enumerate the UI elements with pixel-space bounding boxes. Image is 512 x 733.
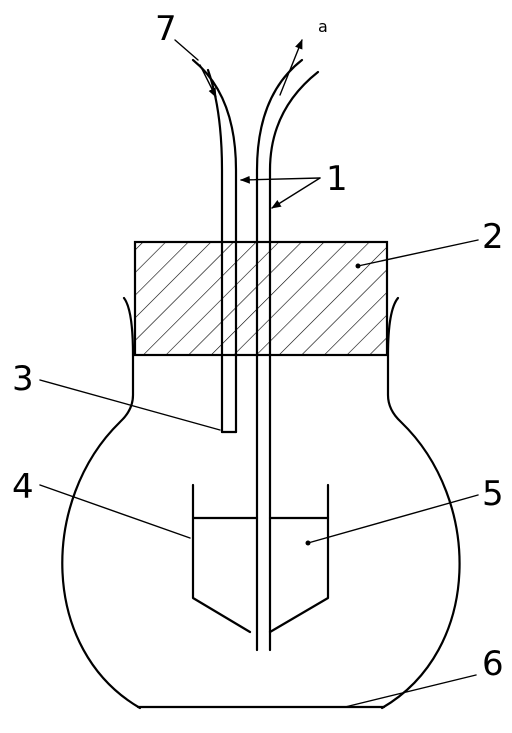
label-2: 2	[482, 217, 504, 257]
label-7: 7	[155, 9, 177, 49]
stopper	[133, 240, 389, 357]
outflow-arrow	[279, 39, 303, 96]
label-6: 6	[482, 644, 504, 684]
inner-vessel	[191, 483, 330, 634]
label-3: 3	[12, 359, 34, 399]
flask	[61, 296, 461, 710]
inflow-arrow	[199, 64, 217, 98]
flow-arrows	[199, 39, 303, 98]
label-4: 4	[12, 467, 34, 507]
label-1: 1	[326, 159, 348, 199]
label-5: 5	[482, 474, 504, 514]
label-a: a	[318, 17, 328, 36]
leader-lines	[39, 39, 479, 708]
